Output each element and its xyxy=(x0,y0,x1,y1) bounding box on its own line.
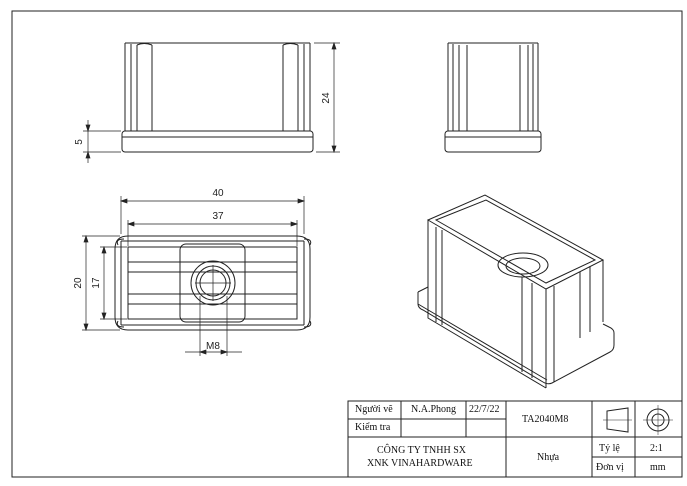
unit-label: Đơn vị xyxy=(596,462,624,473)
dimension-inner-length-37: 37 xyxy=(212,211,224,222)
drawn-by-name: N.A.Phong xyxy=(411,404,457,415)
isometric-view xyxy=(417,194,615,389)
drawn-date: 22/7/22 xyxy=(469,404,500,415)
dimension-height-24: 24 xyxy=(321,92,332,104)
drawing-frame xyxy=(11,10,683,478)
material: Nhựa xyxy=(537,452,560,463)
drawn-by-label: Người vẽ xyxy=(355,404,393,415)
scale-label: Tỷ lệ xyxy=(599,443,620,454)
dimension-width-20: 20 xyxy=(73,277,84,289)
top-view xyxy=(82,196,312,356)
title-block xyxy=(347,400,683,478)
company-line-2: XNK VINAHARDWARE xyxy=(367,458,473,469)
part-number: TA2040M8 xyxy=(522,414,569,425)
unit-value: mm xyxy=(650,462,666,473)
company-line-1: CÔNG TY TNHH SX xyxy=(377,445,466,456)
dimension-thread-m8: M8 xyxy=(206,341,220,352)
dimension-length-40: 40 xyxy=(212,188,224,199)
checked-by-label: Kiểm tra xyxy=(355,422,391,433)
front-view xyxy=(83,41,340,163)
side-view xyxy=(444,42,542,153)
scale-value: 2:1 xyxy=(650,443,663,454)
dimension-inner-width-17: 17 xyxy=(91,277,102,289)
dimension-base-5: 5 xyxy=(74,139,85,145)
